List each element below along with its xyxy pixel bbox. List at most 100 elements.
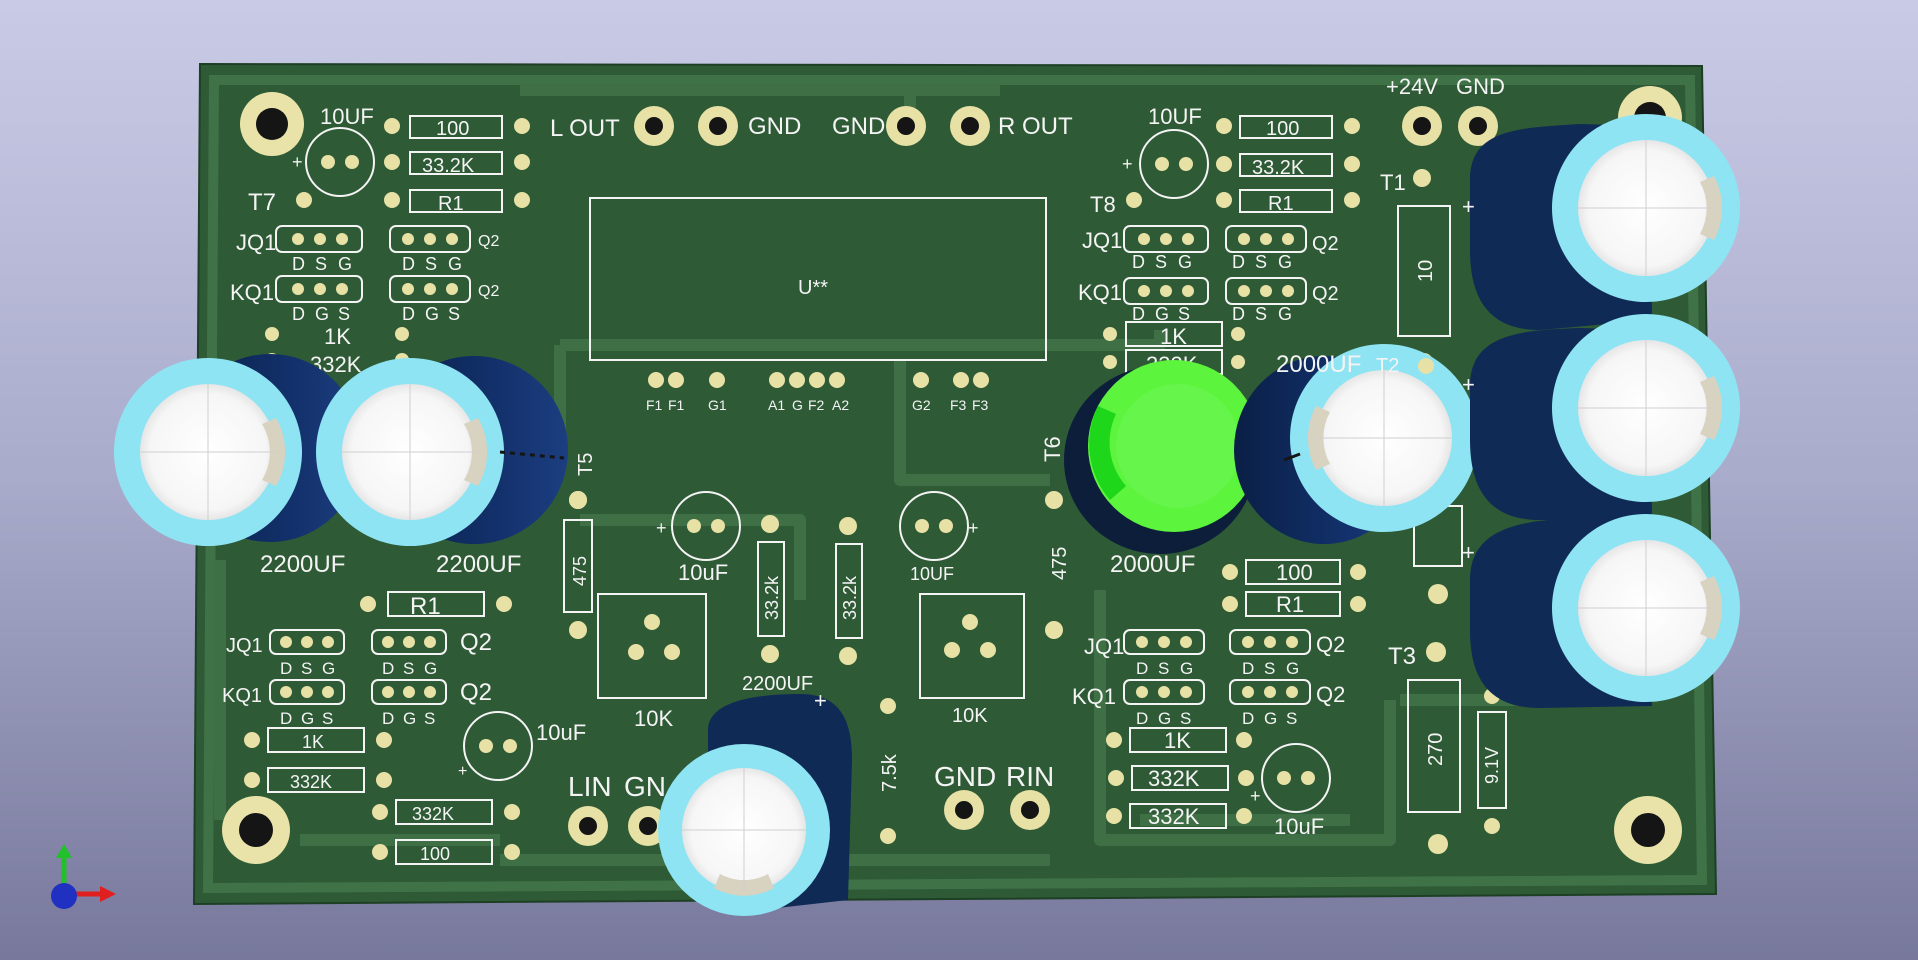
svg-text:G2: G2 (912, 397, 931, 413)
svg-text:T7: T7 (248, 189, 276, 216)
svg-text:G: G (1286, 659, 1299, 678)
svg-text:+: + (1462, 372, 1475, 397)
label-gn: GN (624, 771, 666, 802)
svg-text:S: S (1255, 252, 1267, 272)
capacitor-left-a[interactable] (114, 354, 362, 546)
svg-text:S: S (424, 709, 435, 728)
module-footprint (589, 197, 1047, 361)
pad-t2 (1418, 358, 1434, 374)
svg-text:G: G (1278, 304, 1292, 324)
capacitor-left-b[interactable] (316, 356, 568, 546)
svg-text:S: S (315, 254, 327, 274)
svg-text:+: + (1122, 154, 1133, 174)
svg-text:D: D (280, 709, 292, 728)
svg-text:S: S (1286, 709, 1297, 728)
label-t2: T2 (1376, 355, 1399, 377)
svg-text:D: D (1136, 709, 1148, 728)
svg-text:G: G (338, 254, 352, 274)
label-gnd-2: GND (832, 113, 885, 140)
svg-text:A1: A1 (768, 397, 785, 413)
svg-text:332K: 332K (290, 772, 332, 792)
svg-text:JQ1: JQ1 (226, 635, 263, 657)
label-2000uf-bottom: 2000UF (1110, 551, 1195, 578)
svg-text:Q2: Q2 (478, 233, 499, 250)
capacitor-right-col-3[interactable]: + (1462, 514, 1740, 708)
svg-text:D: D (382, 659, 394, 678)
svg-text:D: D (280, 659, 292, 678)
svg-text:S: S (1255, 304, 1267, 324)
label-2200uf-left-b: 2200UF (436, 551, 521, 578)
svg-text:D: D (1232, 252, 1245, 272)
svg-text:KQ1: KQ1 (1078, 280, 1122, 305)
svg-text:G: G (322, 659, 335, 678)
module-ref: U** (798, 277, 828, 299)
svg-text:+: + (1250, 786, 1261, 806)
svg-text:G: G (315, 304, 329, 324)
svg-text:S: S (1178, 304, 1190, 324)
connector-pads-top[interactable] (634, 106, 1498, 146)
svg-text:D: D (382, 709, 394, 728)
connector-pads-bottom[interactable] (568, 790, 1050, 846)
svg-text:R1: R1 (1276, 592, 1304, 617)
capacitor-right-col-2[interactable]: + (1462, 314, 1740, 520)
axis-y-arrow-icon (56, 844, 72, 858)
svg-text:D: D (1242, 709, 1254, 728)
svg-text:10: 10 (1415, 260, 1437, 282)
svg-text:F3: F3 (950, 397, 967, 413)
svg-text:G: G (424, 659, 437, 678)
axis-orientation-widget (40, 838, 130, 928)
svg-text:G: G (1178, 252, 1192, 272)
svg-text:G: G (403, 709, 416, 728)
svg-text:G: G (425, 304, 439, 324)
svg-text:Q2: Q2 (478, 283, 499, 300)
svg-text:7.5k: 7.5k (879, 753, 901, 792)
svg-text:G: G (1155, 304, 1169, 324)
capacitor-center-bottom[interactable]: + (658, 688, 852, 916)
svg-text:D: D (1232, 304, 1245, 324)
svg-text:1K: 1K (1164, 728, 1191, 753)
svg-text:1K: 1K (1160, 324, 1187, 349)
svg-text:G: G (792, 397, 803, 413)
svg-text:JQ1: JQ1 (236, 230, 276, 255)
svg-text:R1: R1 (410, 593, 441, 620)
label-l-out: L OUT (550, 115, 620, 142)
svg-text:475: 475 (1049, 547, 1071, 580)
svg-text:D: D (402, 304, 415, 324)
svg-text:D: D (1132, 252, 1145, 272)
svg-text:10UF: 10UF (1148, 104, 1202, 129)
svg-text:S: S (301, 659, 312, 678)
middle-section: 475 + 10uF 33.2k 33.2k + 10UF 10K 10K 47… (563, 491, 1071, 844)
label-rin: RIN (1006, 761, 1054, 792)
svg-text:G: G (1158, 709, 1171, 728)
svg-text:10K: 10K (952, 705, 988, 727)
label-r-out: R OUT (998, 113, 1073, 140)
label-gnd-top: GND (1456, 74, 1505, 99)
svg-text:KQ1: KQ1 (1072, 684, 1116, 709)
capacitor-right-highlighted[interactable] (1064, 360, 1260, 554)
svg-text:100: 100 (436, 118, 469, 140)
svg-text:+: + (968, 518, 979, 538)
svg-text:G: G (1278, 252, 1292, 272)
svg-text:D: D (1136, 659, 1148, 678)
svg-text:G: G (1180, 659, 1193, 678)
svg-text:33.2k: 33.2k (762, 575, 782, 620)
svg-text:100: 100 (1276, 560, 1313, 585)
capacitor-right-b[interactable] (1234, 344, 1478, 544)
svg-text:D: D (402, 254, 415, 274)
svg-text:G1: G1 (708, 397, 727, 413)
svg-text:332K: 332K (1148, 766, 1200, 791)
svg-text:10uF: 10uF (678, 560, 728, 585)
capacitor-right-col-1[interactable]: + (1462, 114, 1740, 330)
svg-text:F1: F1 (668, 397, 685, 413)
svg-text:Q2: Q2 (1316, 682, 1345, 707)
svg-text:F3: F3 (972, 397, 989, 413)
svg-text:33.2K: 33.2K (422, 155, 475, 177)
label-gnd-bottom: GND (934, 761, 996, 792)
svg-text:332K: 332K (1148, 804, 1200, 829)
power-section: T1 10 T3 T4 270 9.1V (1380, 169, 1507, 854)
svg-text:D: D (1242, 659, 1254, 678)
label-lin: LIN (568, 771, 612, 802)
module-pins (648, 372, 989, 388)
